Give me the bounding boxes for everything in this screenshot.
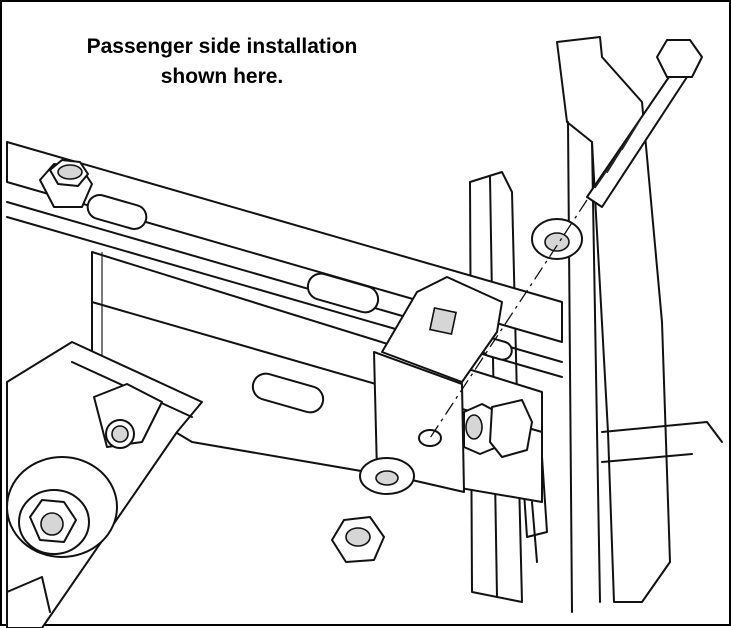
mounting-plate: [6, 341, 203, 628]
caption-line-2: shown here.: [160, 65, 284, 88]
angle-bracket: [373, 276, 503, 493]
installation-caption: Passenger side installation shown here.: [32, 32, 412, 92]
caption-line-1: Passenger side installation: [86, 35, 358, 58]
lower-nut: [331, 516, 385, 563]
hex-bolt: [586, 39, 703, 208]
lower-washer: [359, 457, 415, 495]
assembly-centerline: [429, 199, 588, 439]
carriage-bolt: [463, 399, 533, 458]
upper-washer: [531, 218, 583, 260]
upper-nut: [39, 159, 93, 208]
